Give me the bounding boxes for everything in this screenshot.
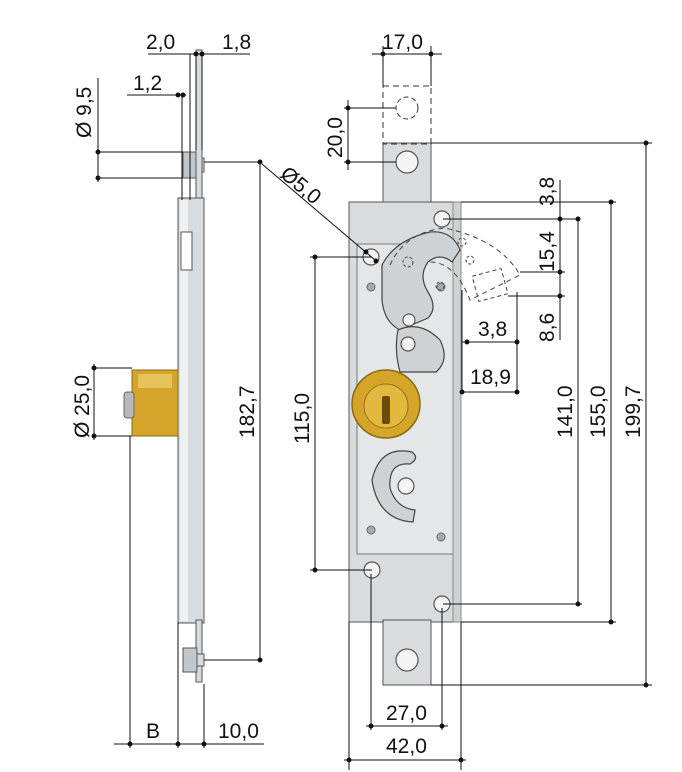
dim-3-8-top: 3,8 xyxy=(536,177,559,206)
dimension-lines xyxy=(91,46,652,770)
side-mounting-plate xyxy=(195,49,203,201)
front-bottom-strike-hole xyxy=(395,648,419,672)
dim-20-0: 20,0 xyxy=(324,117,347,158)
dim-2-0: 2,0 xyxy=(146,31,175,54)
side-bottom-bolt xyxy=(182,647,198,673)
front-latch-pin-1 xyxy=(402,256,414,268)
front-lock-case-right-strip xyxy=(452,201,462,623)
dim-115-0: 115,0 xyxy=(291,393,314,444)
front-rivet-3 xyxy=(366,525,376,535)
side-cylinder-highlight xyxy=(138,374,172,388)
side-cylinder-cap xyxy=(123,391,135,419)
dim-3-8-mid: 3,8 xyxy=(478,318,507,341)
dim-10-0: 10,0 xyxy=(218,720,259,743)
front-latch-dashed-swing xyxy=(389,227,521,301)
dim-8-6: 8,6 xyxy=(536,313,559,342)
side-latch-slot xyxy=(180,231,193,271)
front-dashed-extension xyxy=(382,85,432,145)
dim-199-7: 199,7 xyxy=(622,385,645,438)
front-rivet-1 xyxy=(366,282,376,292)
dim-17-0: 17,0 xyxy=(382,31,423,54)
front-latch-bolt-dashed xyxy=(471,267,509,303)
dim-dia-9-5: Ø 9,5 xyxy=(73,87,96,138)
front-keyway xyxy=(382,396,390,424)
front-hook-hole xyxy=(397,477,415,495)
dim-27-0: 27,0 xyxy=(386,702,427,725)
front-rivet-2 xyxy=(436,282,446,292)
dim-15-4: 15,4 xyxy=(536,231,559,272)
front-cam-hole xyxy=(400,336,416,352)
dim-18-9: 18,9 xyxy=(470,366,511,389)
dim-141-0: 141,0 xyxy=(554,385,577,438)
dim-42-0: 42,0 xyxy=(386,735,427,758)
front-latch-pin-3 xyxy=(465,255,475,265)
side-view xyxy=(123,49,205,683)
front-cam-hole-2 xyxy=(402,313,416,327)
dim-b: B xyxy=(146,720,160,743)
dim-182-7: 182,7 xyxy=(236,385,259,438)
front-top-strike-hole xyxy=(395,150,419,174)
front-dashed-hole xyxy=(395,96,419,120)
front-rivet-4 xyxy=(436,532,446,542)
side-lock-body-edge xyxy=(180,200,188,621)
dimension-labels: 2,0 1,8 1,2 Ø 9,5 Ø 25,0 182,7 B 10,0 17… xyxy=(71,31,645,758)
side-bottom-bolt-nut xyxy=(196,653,205,667)
dim-1-2: 1,2 xyxy=(133,72,162,95)
dim-1-8: 1,8 xyxy=(222,31,251,54)
dim-155-0: 155,0 xyxy=(587,385,610,438)
front-lower-hook xyxy=(371,450,417,523)
front-view xyxy=(348,85,521,686)
front-latch-pin-2 xyxy=(457,237,467,247)
front-latch-pin-4 xyxy=(435,281,445,291)
dim-dia-5-0: Ø5,0 xyxy=(276,162,326,209)
dim-dia-25-0: Ø 25,0 xyxy=(71,375,94,438)
